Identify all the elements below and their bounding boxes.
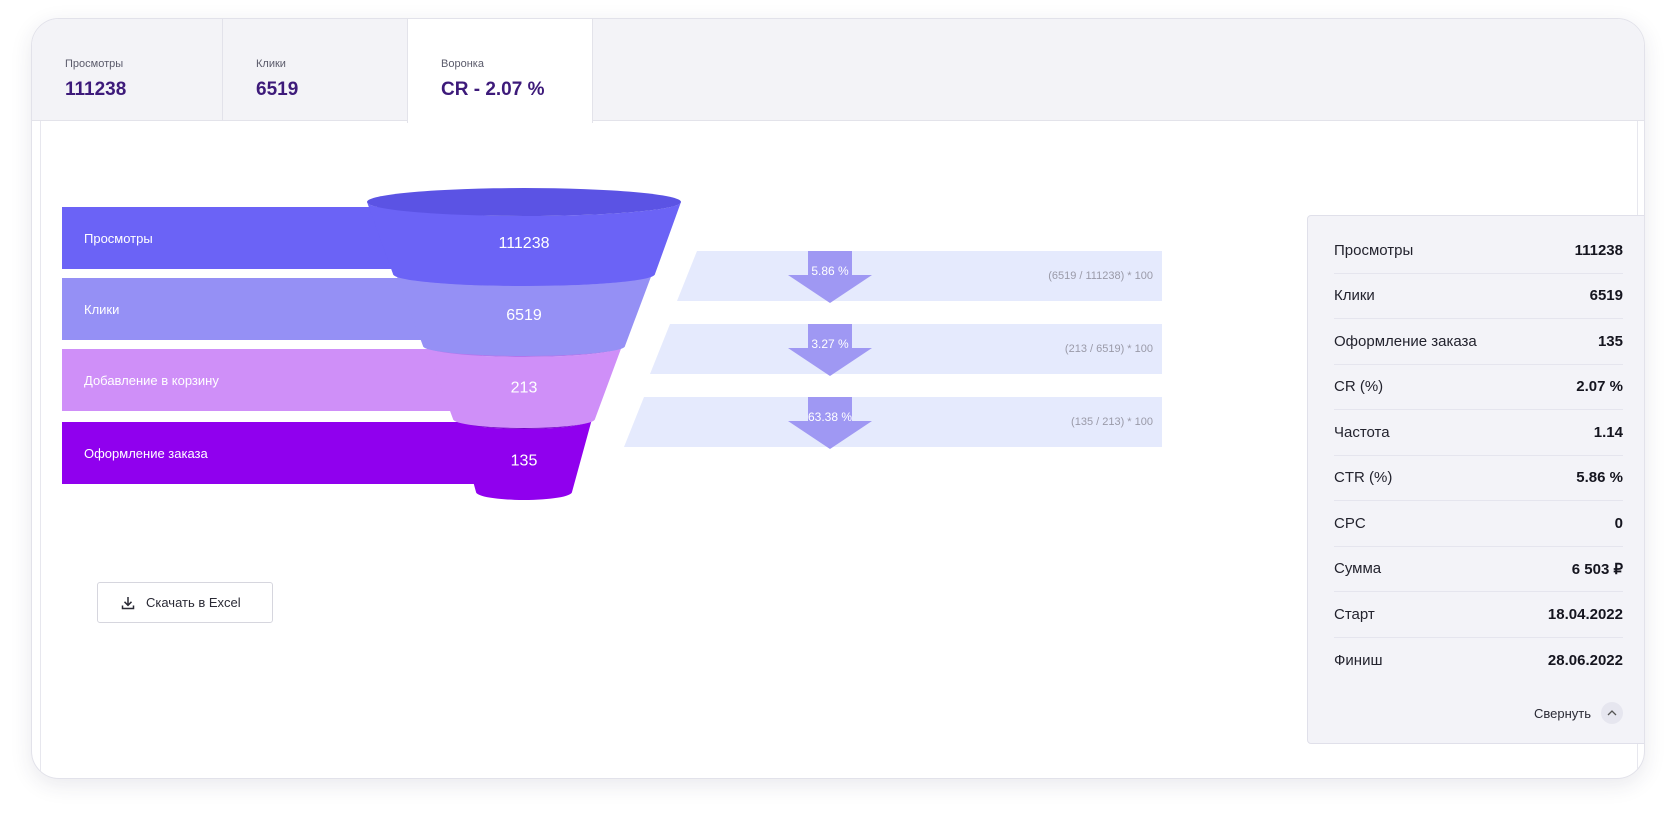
tab-value: 6519 xyxy=(256,79,299,100)
conversion-percent: 5.86 % xyxy=(811,264,849,278)
stage-label: Клики xyxy=(84,302,119,317)
conversion-arrow-icon xyxy=(788,397,872,449)
stat-label: CTR (%) xyxy=(1334,469,1393,487)
conversion-formula: (6519 / 111238) * 100 xyxy=(1048,270,1153,282)
stat-label: CR (%) xyxy=(1334,378,1384,396)
funnel-segment-3 xyxy=(426,346,622,428)
stat-label: Старт xyxy=(1334,605,1375,623)
stat-label: Финиш xyxy=(1334,651,1383,669)
collapse-label: Свернуть xyxy=(1533,705,1591,721)
stat-row: Частота 1.14 xyxy=(1334,410,1623,456)
conversion-band xyxy=(677,251,1162,301)
stage-bar-3 xyxy=(62,349,482,411)
stat-value: 28.06.2022 xyxy=(1547,651,1623,669)
tab-funnel[interactable]: Воронка CR - 2.07 % xyxy=(407,19,593,123)
stat-row: Сумма 6 503 ₽ xyxy=(1334,547,1623,592)
funnel-segment-1 xyxy=(367,202,681,286)
stage-bar-4 xyxy=(62,422,482,484)
stat-value: 135 xyxy=(1597,332,1623,350)
stat-row: Старт 18.04.2022 xyxy=(1334,592,1623,638)
conversion-band xyxy=(650,324,1162,374)
tabs-bar: Просмотры 111238 Клики 6519 Воронка CR -… xyxy=(32,19,1644,123)
stat-row: Оформление заказа 135 xyxy=(1334,319,1623,365)
stat-label: Просмотры xyxy=(1334,241,1414,259)
stat-row: Клики 6519 xyxy=(1334,274,1623,319)
conversion-arrow-icon xyxy=(788,324,872,376)
tab-value: CR - 2.07 % xyxy=(441,79,545,100)
stat-value: 6519 xyxy=(1589,287,1623,305)
stat-row: CR (%) 2.07 % xyxy=(1334,365,1623,410)
collapse-button[interactable]: Свернуть xyxy=(1534,702,1623,724)
conversion-arrow-icon xyxy=(788,251,872,303)
tab-label: Клики xyxy=(256,58,286,70)
chevron-up-icon xyxy=(1601,702,1623,724)
stage-value: 111238 xyxy=(498,235,549,252)
tab-value: 111238 xyxy=(65,79,127,100)
download-label: Скачать в Excel xyxy=(146,595,241,610)
tab-label: Просмотры xyxy=(65,58,124,70)
stage-value: 213 xyxy=(511,380,538,397)
stat-value: 6 503 ₽ xyxy=(1571,560,1623,578)
conversion-band xyxy=(624,397,1162,447)
stat-row: Просмотры 111238 xyxy=(1334,228,1623,274)
stat-row: CPC 0 xyxy=(1334,501,1623,547)
funnel-segment-2 xyxy=(396,274,652,356)
funnel-segment-top-1 xyxy=(367,188,681,216)
stat-row: CTR (%) 5.86 % xyxy=(1334,456,1623,501)
download-icon xyxy=(121,596,135,609)
stat-value: 1.14 xyxy=(1593,423,1623,441)
stat-row: Финиш 28.06.2022 xyxy=(1334,638,1623,684)
stat-value: 18.04.2022 xyxy=(1547,605,1623,623)
tab-views[interactable]: Просмотры 111238 xyxy=(32,19,222,121)
stat-label: Сумма xyxy=(1334,560,1382,578)
conversion-percent: 3.27 % xyxy=(811,337,849,351)
tab-label: Воронка xyxy=(441,58,484,70)
stage-label: Просмотры xyxy=(84,231,153,246)
stat-value: 111238 xyxy=(1574,241,1623,259)
download-excel-button[interactable]: Скачать в Excel xyxy=(97,582,273,623)
stage-value: 135 xyxy=(511,453,538,470)
stage-value: 6519 xyxy=(506,307,542,324)
conversion-percent: 63.38 % xyxy=(808,410,852,424)
analytics-card: Просмотры 111238 Клики 6519 Воронка CR -… xyxy=(31,18,1645,779)
stat-value: 5.86 % xyxy=(1576,469,1623,487)
stat-label: Клики xyxy=(1334,287,1375,305)
stat-label: Частота xyxy=(1334,423,1390,441)
stat-value: 0 xyxy=(1614,514,1623,532)
tab-clicks[interactable]: Клики 6519 xyxy=(222,19,407,121)
conversion-formula: (135 / 213) * 100 xyxy=(1071,416,1153,428)
stage-label: Добавление в корзину xyxy=(84,373,219,388)
conversion-formula: (213 / 6519) * 100 xyxy=(1065,343,1153,355)
stat-label: CPC xyxy=(1334,514,1366,532)
stat-label: Оформление заказа xyxy=(1334,332,1477,350)
stage-label: Оформление заказа xyxy=(84,446,209,461)
stat-value: 2.07 % xyxy=(1576,378,1623,396)
funnel-segment-4 xyxy=(456,419,592,500)
